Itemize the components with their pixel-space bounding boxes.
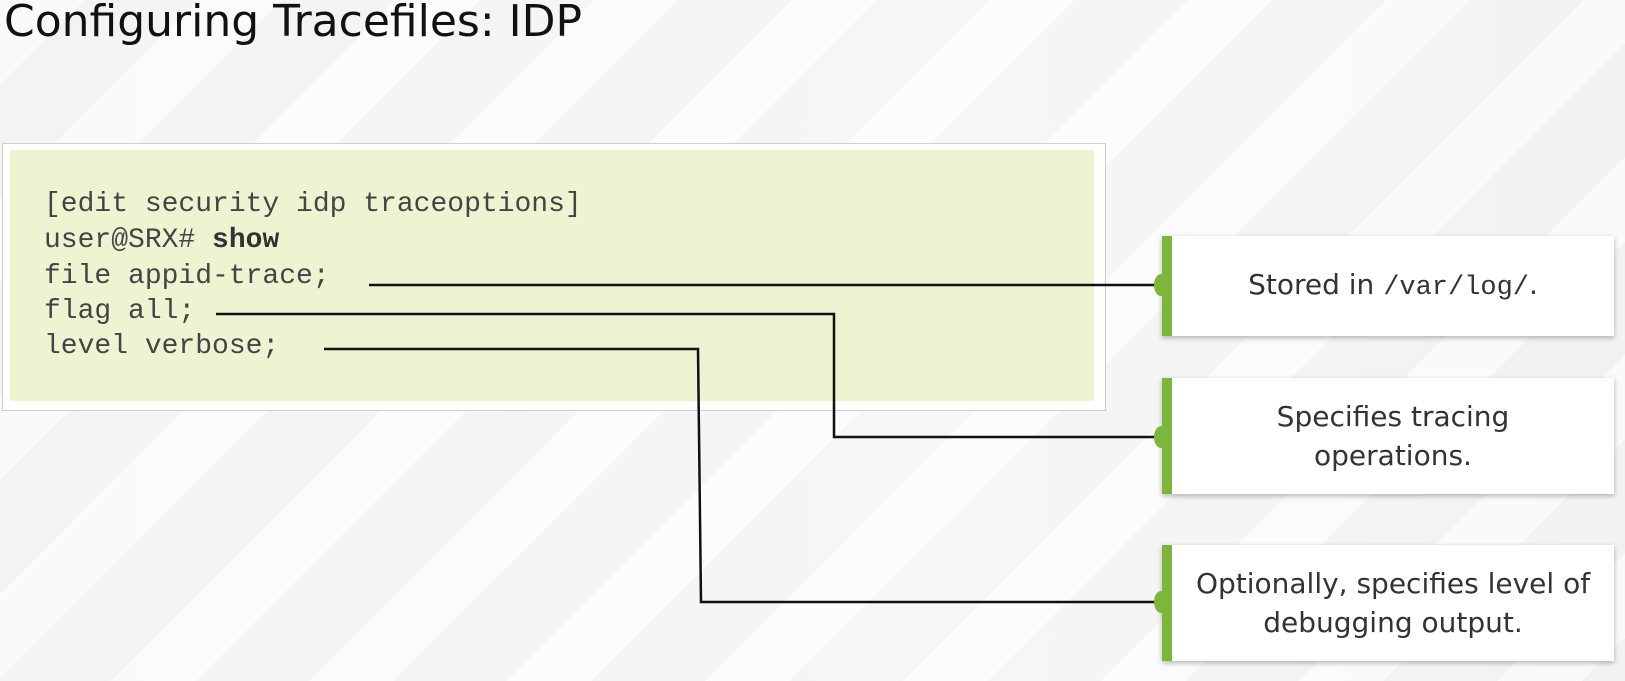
callout-level-text: Optionally, specifies level of debugging… [1176, 564, 1610, 642]
callout-file-text: Stored in /var/log/. [1228, 265, 1558, 308]
code-level-line: level verbose; [44, 331, 280, 362]
callout-flag: Specifies tracing operations. [1162, 378, 1614, 494]
callout-flag-text: Specifies tracing operations. [1257, 397, 1530, 475]
callout-file: Stored in /var/log/. [1162, 236, 1614, 336]
callout-flag-line1: Specifies tracing [1276, 400, 1510, 433]
cli-prompt: user@SRX# [44, 225, 213, 256]
slide-title: Configuring Tracefiles: IDP [4, 0, 583, 47]
callout-level-line2: debugging output. [1263, 606, 1523, 639]
callout-file-suffix: . [1529, 267, 1538, 301]
code-hierarchy-line: [edit security idp traceoptions] [44, 189, 582, 220]
callout-file-prefix: Stored in [1248, 267, 1384, 301]
connector-dot-level [1154, 591, 1168, 613]
cli-command: show [212, 225, 280, 256]
code-file-line: file appid-trace; [44, 261, 330, 292]
connector-dot-flag [1154, 426, 1168, 448]
callout-file-path: /var/log/ [1383, 272, 1530, 303]
connector-dot-file [1154, 274, 1168, 296]
code-flag-line: flag all; [44, 296, 196, 327]
callout-flag-line2: operations. [1314, 439, 1472, 472]
callout-level: Optionally, specifies level of debugging… [1162, 545, 1614, 661]
callout-level-line1: Optionally, specifies level of [1195, 567, 1591, 600]
code-prompt-line: user@SRX# show [44, 224, 279, 258]
